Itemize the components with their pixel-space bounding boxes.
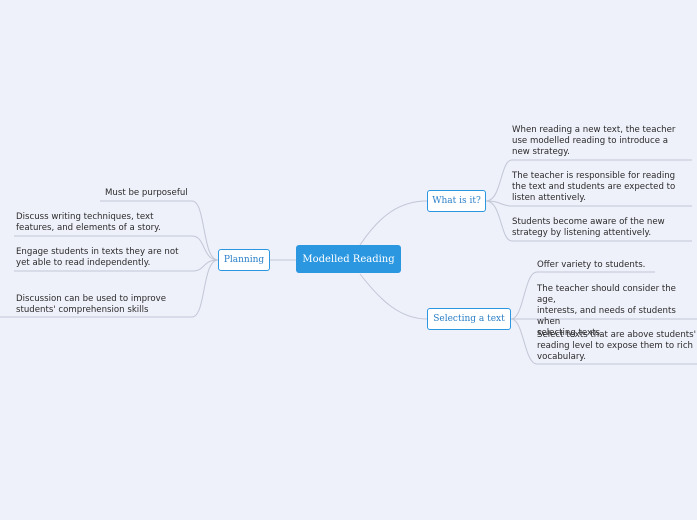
leaf-what-3[interactable]: Students become aware of the new strateg… xyxy=(512,217,665,238)
topic-what-is-it[interactable]: What is it? xyxy=(427,190,486,212)
connector-plan-1 xyxy=(100,200,219,261)
connector-what-1 xyxy=(485,159,692,202)
leaf-planning-1[interactable]: Must be purposeful xyxy=(105,188,188,198)
leaf-planning-4[interactable]: Discussion can be used to improve studen… xyxy=(16,294,167,315)
leaf-selecting-1[interactable]: Offer variety to students. xyxy=(537,260,646,270)
leaf-selecting-2[interactable]: The teacher should consider the age, int… xyxy=(537,284,676,338)
leaf-what-2[interactable]: The teacher is responsible for reading t… xyxy=(512,171,676,203)
connector-central-selecting xyxy=(359,273,428,320)
connector-what-2 xyxy=(485,200,692,207)
connector-sel-3 xyxy=(510,318,697,365)
central-topic[interactable]: Modelled Reading xyxy=(296,245,401,273)
topic-selecting-a-text[interactable]: Selecting a text xyxy=(427,308,511,330)
connector-plan-2 xyxy=(14,235,219,261)
leaf-selecting-3[interactable]: Select texts that are above students' re… xyxy=(537,330,697,362)
leaf-what-1[interactable]: When reading a new text, the teacher use… xyxy=(512,125,676,157)
connector-plan-4 xyxy=(0,259,219,318)
connector-central-what xyxy=(359,200,428,246)
connector-plan-3 xyxy=(14,259,219,272)
connector-what-3 xyxy=(485,200,692,242)
leaf-planning-2[interactable]: Discuss writing techniques, text feature… xyxy=(16,212,161,233)
connector-sel-1 xyxy=(510,271,655,320)
topic-planning[interactable]: Planning xyxy=(218,249,270,271)
leaf-planning-3[interactable]: Engage students in texts they are not ye… xyxy=(16,247,179,268)
